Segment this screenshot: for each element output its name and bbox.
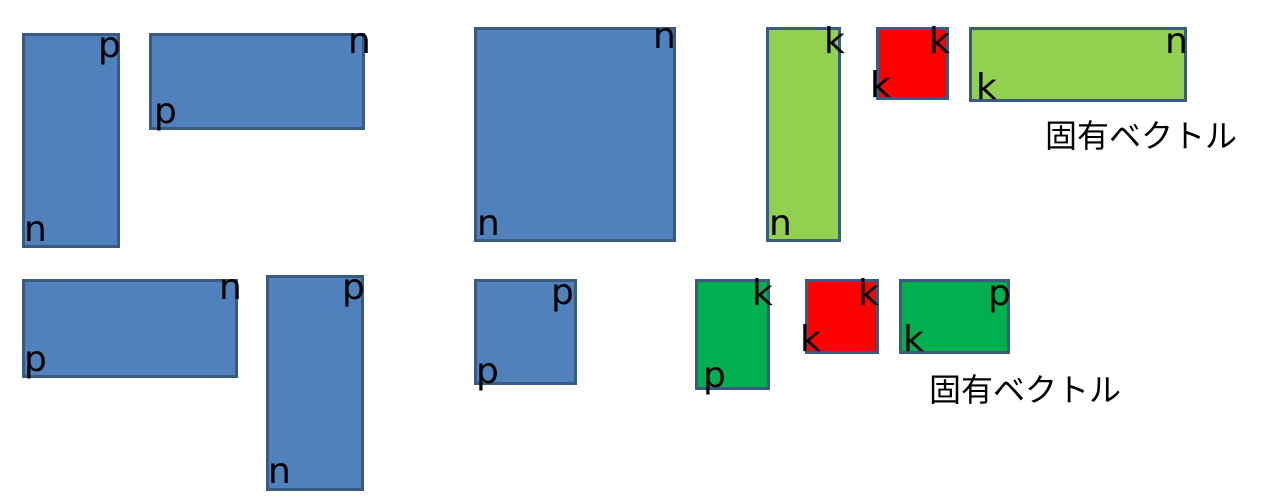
eigenvalue-matrix (876, 27, 949, 100)
dim-label: k (929, 21, 950, 62)
dim-label: n (477, 203, 500, 244)
eigenvalue-matrix (805, 279, 879, 354)
matrix-xt-wide (22, 279, 238, 378)
dim-label: k (903, 319, 924, 360)
eigenvector-matrix-tall (695, 279, 770, 390)
dim-label: n (268, 451, 291, 492)
dim-label: p (988, 273, 1011, 314)
dim-label: k (870, 65, 891, 106)
eigenvector-matrix-tall (766, 27, 841, 242)
dim-label: p (24, 339, 47, 380)
dim-label: p (476, 351, 499, 392)
dim-label: k (752, 273, 773, 314)
dim-label: p (342, 267, 365, 308)
matrix-square-p (474, 279, 577, 385)
dim-label: p (703, 355, 726, 396)
dim-label: n (348, 21, 371, 62)
eigenvector-caption: 固有ベクトル (1045, 117, 1238, 155)
eigenvector-matrix-wide (969, 27, 1187, 102)
eigenvector-matrix-wide (899, 279, 1010, 354)
dim-label: k (800, 319, 821, 360)
matrix-x-tall (266, 275, 364, 491)
matrix-xt-wide (149, 33, 365, 130)
dim-label: k (976, 67, 997, 108)
dim-label: n (219, 267, 242, 308)
dim-label: n (1165, 21, 1188, 62)
dim-label: k (824, 21, 845, 62)
dim-label: n (653, 16, 676, 57)
eigenvector-caption: 固有ベクトル (929, 371, 1122, 409)
matrix-square-n (474, 27, 676, 242)
dim-label: k (858, 273, 879, 314)
dim-label: p (154, 91, 177, 132)
dim-label: n (24, 209, 47, 250)
matrix-x-tall (22, 33, 120, 248)
dim-label: p (551, 272, 574, 313)
dim-label: n (769, 203, 792, 244)
dim-label: p (98, 25, 121, 66)
